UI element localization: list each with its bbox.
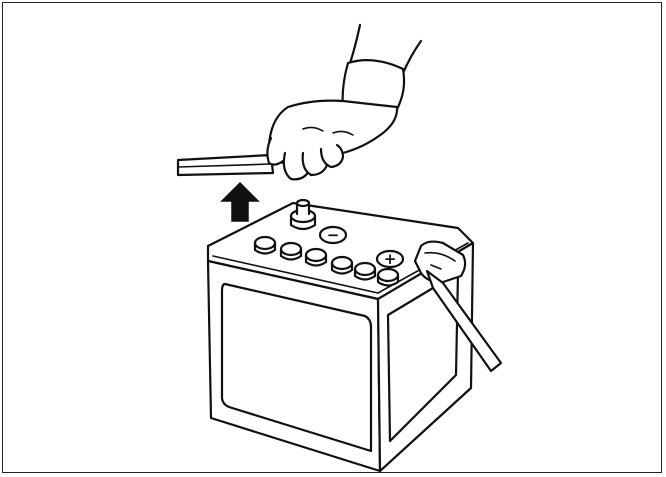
hand-icon [267,25,421,179]
svg-text:−: − [327,226,340,244]
up-arrow-icon [222,183,258,221]
svg-text:+: + [384,250,397,268]
figure-frame: − + [2,2,662,473]
battery-illustration: − + [3,3,663,474]
positive-symbol: + [377,250,403,268]
negative-symbol: − [320,226,346,244]
negative-cable [178,155,273,175]
